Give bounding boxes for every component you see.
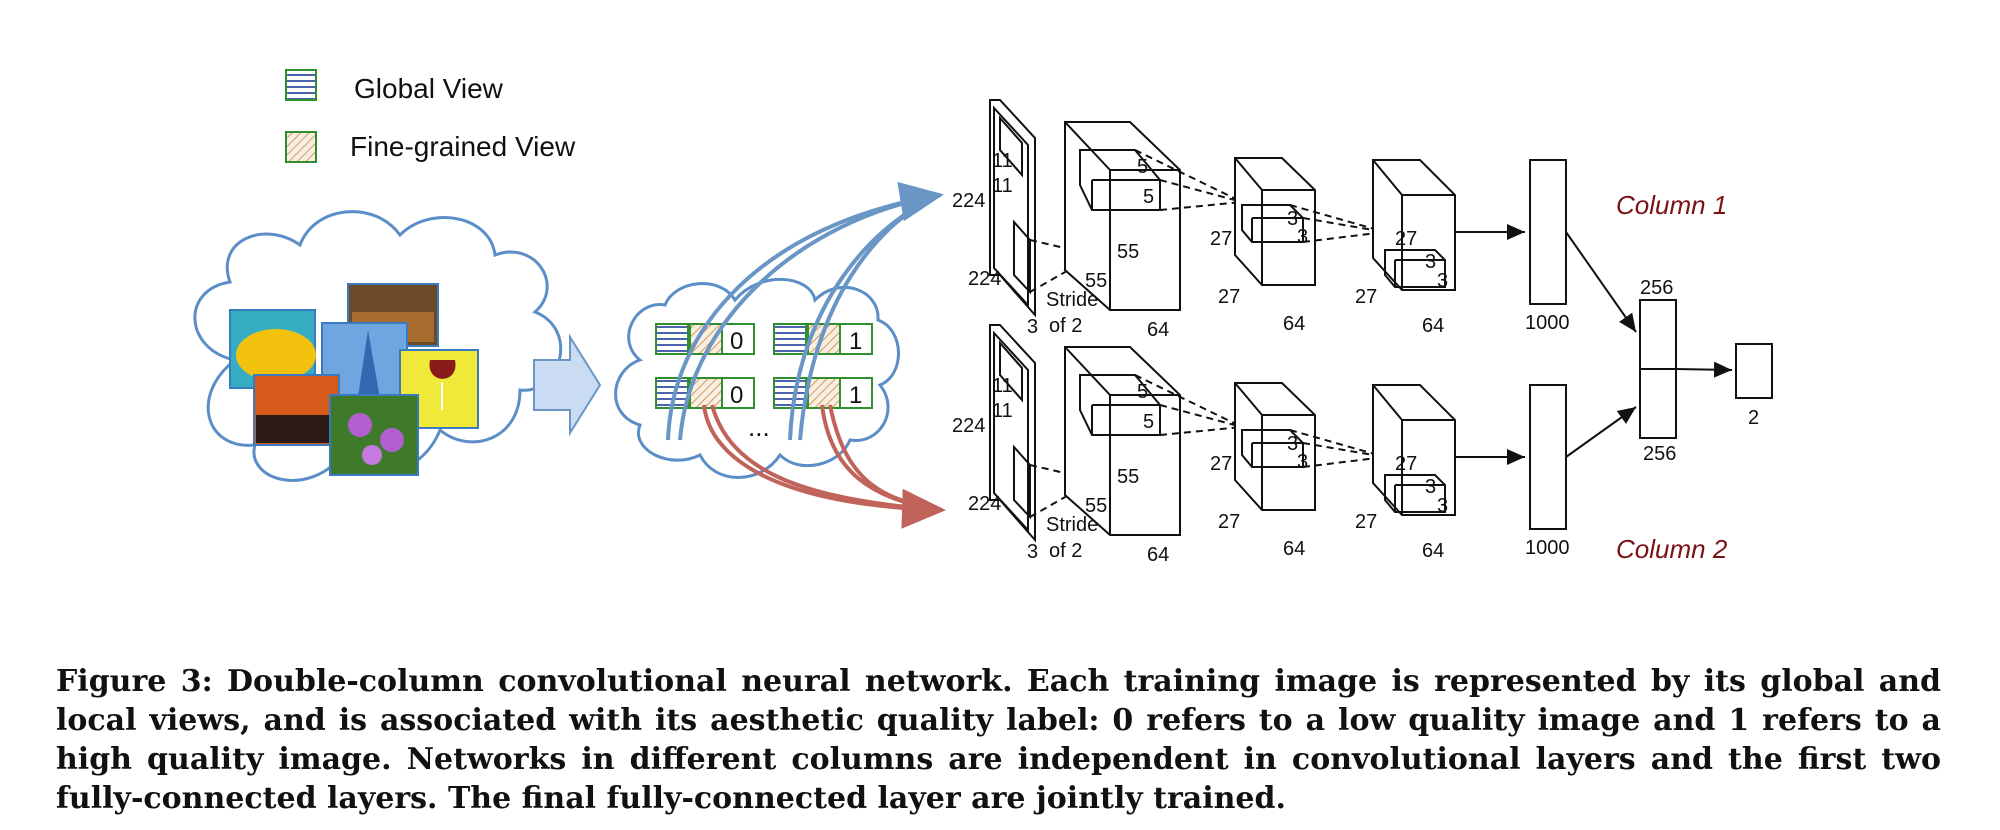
column-1-labels: 224 11 11 224 55 55 Stride of 2 3 5 5 64… xyxy=(952,150,1727,341)
column-1-label: Column 1 xyxy=(1616,190,1727,220)
c1-d2: 64 xyxy=(1283,313,1305,335)
c2-map2-b: 27 xyxy=(1218,511,1240,533)
c2-d2: 64 xyxy=(1283,538,1305,560)
image-cloud xyxy=(193,210,563,482)
c1-map1-a: 55 xyxy=(1085,270,1107,292)
c2-k3-a: 3 xyxy=(1287,433,1298,455)
output-size: 2 xyxy=(1748,407,1759,429)
c1-kernel-a: 11 xyxy=(992,150,1013,172)
c2-k2-b: 5 xyxy=(1143,411,1154,433)
c1-channels: 3 xyxy=(1027,316,1038,338)
c2-input-size-a: 224 xyxy=(952,415,985,437)
column-2-labels: 224 11 11 224 55 55 Stride of 2 3 5 5 64… xyxy=(952,375,1728,566)
c2-d1: 64 xyxy=(1147,544,1169,566)
c2-map3-a: 27 xyxy=(1395,453,1417,475)
c2-k2-a: 5 xyxy=(1137,381,1148,403)
c1-map2-a: 27 xyxy=(1210,228,1232,250)
c1-map3-b: 27 xyxy=(1355,286,1377,308)
pair-1-label: 0 xyxy=(730,328,743,355)
c1-map1-b: 55 xyxy=(1117,241,1139,263)
blue-arrows xyxy=(666,181,944,441)
c2-fc1: 1000 xyxy=(1525,537,1570,559)
c1-input-size-a: 224 xyxy=(952,190,985,212)
c1-k3-b: 3 xyxy=(1297,226,1308,248)
c2-k3-b: 3 xyxy=(1297,451,1308,473)
c2-channels: 3 xyxy=(1027,541,1038,563)
c1-d1: 64 xyxy=(1147,319,1169,341)
pair-4-label: 1 xyxy=(849,382,862,409)
c2-map2-a: 27 xyxy=(1210,453,1232,475)
photo-flowers xyxy=(329,394,419,476)
block-arrow xyxy=(533,333,602,437)
c1-fc1: 1000 xyxy=(1525,312,1570,334)
c1-k4-a: 3 xyxy=(1425,251,1436,273)
c2-map3-b: 27 xyxy=(1355,511,1377,533)
c2-map1-a: 55 xyxy=(1085,495,1107,517)
c1-map3-a: 27 xyxy=(1395,228,1417,250)
c2-stride: Stride xyxy=(1046,514,1098,536)
caption-text: Double-column convolutional neural netwo… xyxy=(56,664,1941,816)
c2-map1-b: 55 xyxy=(1117,466,1139,488)
network-column-2 xyxy=(989,324,1637,543)
c2-kernel-b: 11 xyxy=(992,400,1013,422)
global-view-swatch xyxy=(285,69,317,101)
network-column-1 xyxy=(989,99,1637,333)
pair-1: 0 xyxy=(655,323,755,355)
c1-kernel-b: 11 xyxy=(992,175,1013,197)
legend-fine-label: Fine-grained View xyxy=(350,131,576,162)
pair-3-label: 0 xyxy=(730,382,743,409)
caption-label: Figure 3: xyxy=(56,664,213,699)
c1-map2-b: 27 xyxy=(1218,286,1240,308)
c2-k4-a: 3 xyxy=(1425,476,1436,498)
network-diagram: Global View Fine-grained View xyxy=(193,69,1773,566)
c2-stride-of: of 2 xyxy=(1049,540,1082,562)
photo-sunset xyxy=(253,374,340,446)
c1-stride: Stride xyxy=(1046,289,1098,311)
c2-input-size-b: 224 xyxy=(968,493,1001,515)
c1-input-size-b: 224 xyxy=(968,268,1001,290)
c1-k2-a: 5 xyxy=(1137,156,1148,178)
ellipsis: ... xyxy=(748,412,770,442)
c1-d3: 64 xyxy=(1422,315,1444,337)
joint-fc-top: 256 xyxy=(1640,277,1673,299)
c2-kernel-a: 11 xyxy=(992,375,1013,397)
output-layer xyxy=(1735,343,1773,399)
pairs-cloud: 0 1 0 1 ... xyxy=(614,277,900,479)
joint-fc-bottom: 256 xyxy=(1643,443,1676,465)
c2-k4-b: 3 xyxy=(1437,495,1448,517)
figure-caption: Figure 3: Double-column convolutional ne… xyxy=(56,662,1941,818)
pair-4: 1 xyxy=(773,377,873,409)
fine-view-swatch xyxy=(285,131,317,163)
joint-layers xyxy=(1639,299,1773,439)
column-2-label: Column 2 xyxy=(1616,534,1728,564)
c1-stride-of: of 2 xyxy=(1049,315,1082,337)
c1-k2-b: 5 xyxy=(1143,186,1154,208)
red-arrows xyxy=(702,404,946,529)
c1-k3-a: 3 xyxy=(1287,208,1298,230)
c1-k4-b: 3 xyxy=(1437,270,1448,292)
legend: Global View Fine-grained View xyxy=(285,69,576,163)
pair-2-label: 1 xyxy=(849,328,862,355)
legend-global-label: Global View xyxy=(354,73,504,104)
c2-d3: 64 xyxy=(1422,540,1444,562)
